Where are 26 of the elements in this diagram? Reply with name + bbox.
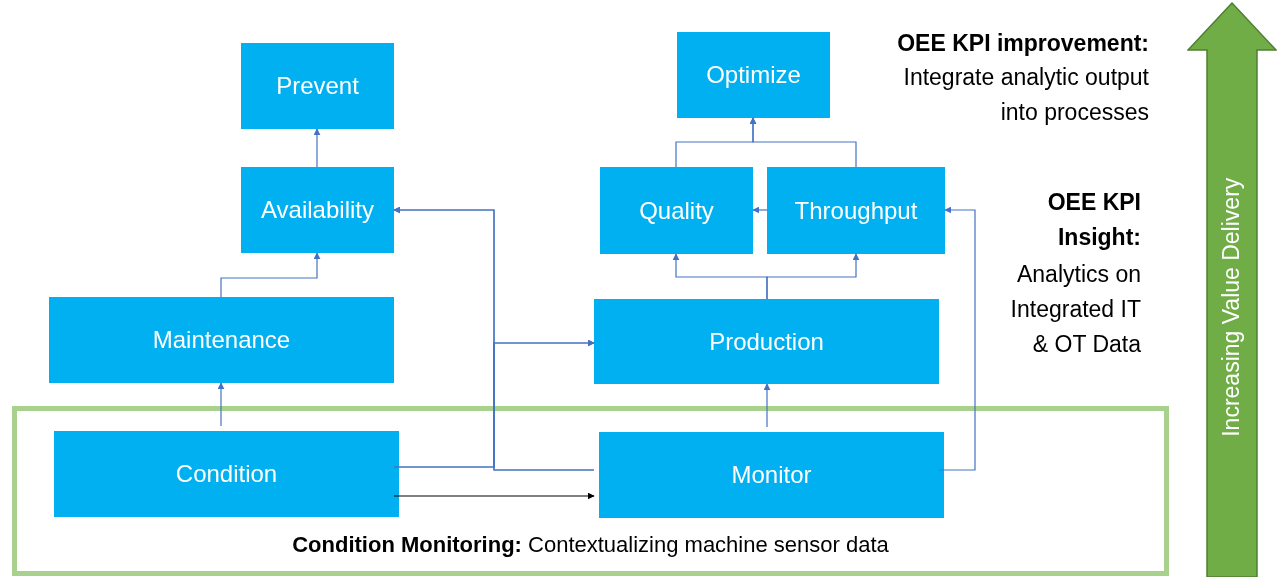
annotation-text: OEE KPI Insight: xyxy=(1046,188,1141,252)
group-caption: Condition Monitoring: Contextualizing machine sensor data xyxy=(291,531,890,559)
process-box: Availability xyxy=(241,167,394,253)
process-box: Condition xyxy=(54,431,399,517)
process-box: Prevent xyxy=(241,43,394,129)
arrow xyxy=(752,206,768,214)
annotation-text: OEE KPI improvement: xyxy=(897,29,1149,58)
arrow xyxy=(313,128,321,168)
process-box: Production xyxy=(594,299,939,384)
arrow xyxy=(393,492,595,500)
group-frame xyxy=(12,406,1169,576)
process-box: Optimize xyxy=(677,32,830,118)
arrow xyxy=(217,382,225,427)
arrow xyxy=(220,252,321,298)
arrow xyxy=(749,117,857,168)
annotation-text: Analytics on Integrated IT & OT Data xyxy=(1009,260,1141,359)
arrow xyxy=(493,339,595,471)
arrow xyxy=(766,253,860,300)
process-box: Quality xyxy=(600,167,753,254)
annotation-text: Integrate analytic output into processes xyxy=(902,63,1149,127)
process-box: Maintenance xyxy=(49,297,394,383)
process-box: Throughput xyxy=(767,167,945,254)
process-box: Monitor xyxy=(599,432,944,518)
arrow xyxy=(938,206,976,471)
arrow xyxy=(763,383,771,428)
arrow-label: Increasing Value Delivery xyxy=(1217,177,1246,437)
